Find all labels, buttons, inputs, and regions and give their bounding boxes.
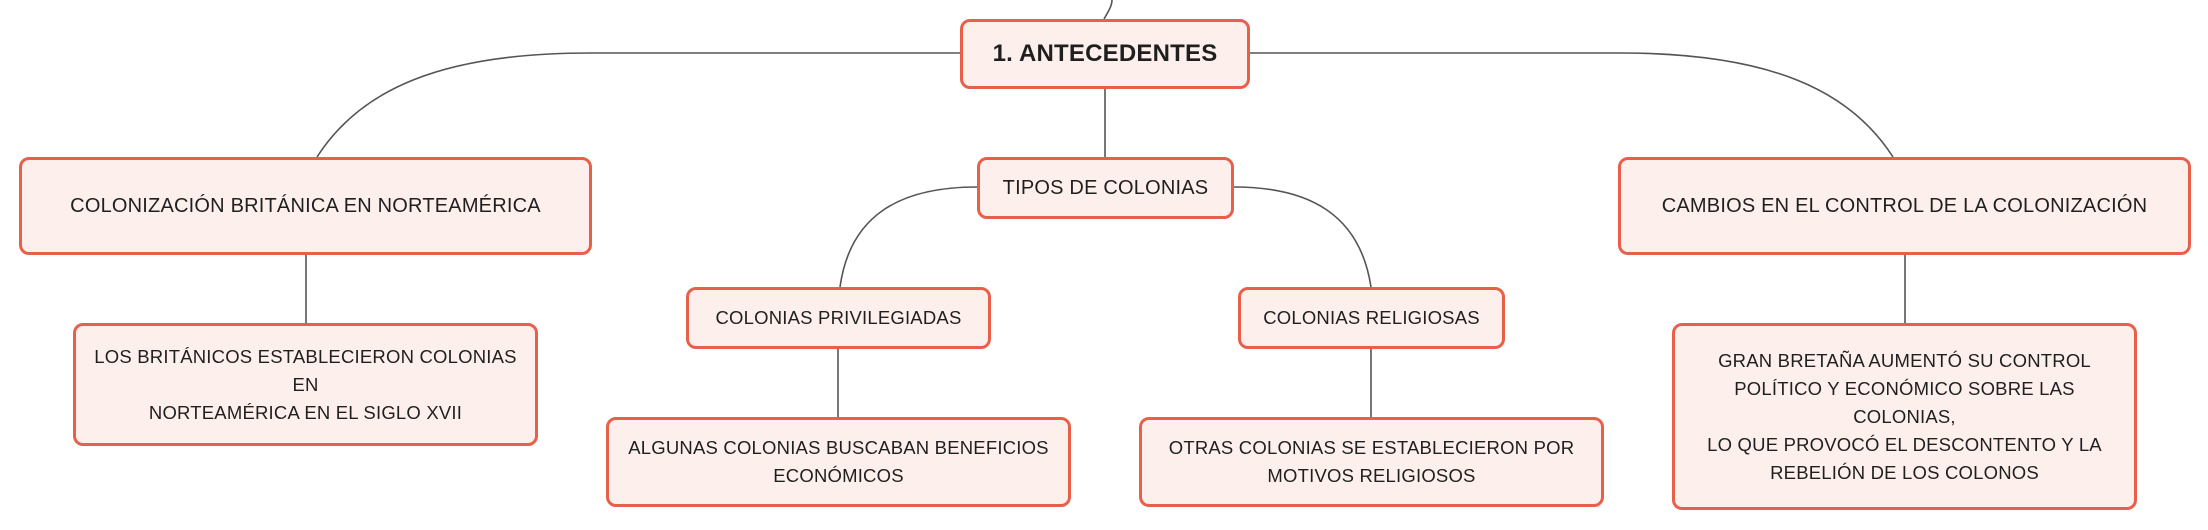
detail-line: LOS BRITÁNICOS ESTABLECIERON COLONIAS EN bbox=[94, 345, 517, 395]
detail-line: GRAN BRETAÑA AUMENTÓ SU CONTROL bbox=[1718, 349, 2091, 371]
branch-label-tipos: TIPOS DE COLONIAS bbox=[1002, 176, 1209, 199]
detail-line: MOTIVOS RELIGIOSOS bbox=[1267, 465, 1476, 486]
detail-line: NORTEAMÉRICA EN EL SIGLO XVII bbox=[148, 401, 463, 423]
branch-label-cambios: CAMBIOS EN EL CONTROL DE LA COLONIZACIÓN bbox=[1661, 194, 2148, 217]
subtopic-label-privilegiadas: COLONIAS PRIVILEGIADAS bbox=[715, 307, 962, 328]
branch-label-colonizacion: COLONIZACIÓN BRITÁNICA EN NORTEAMÉRICA bbox=[70, 194, 541, 217]
detail-line: OTRAS COLONIAS SE ESTABLECIERON POR bbox=[1168, 437, 1575, 458]
subtopic-label-religiosas: COLONIAS RELIGIOSAS bbox=[1263, 307, 1480, 328]
detail-line: REBELIÓN DE LOS COLONOS bbox=[1770, 461, 2039, 483]
detail-line: ALGUNAS COLONIAS BUSCABAN BENEFICIOS bbox=[628, 437, 1049, 458]
connector-root-colonizacion bbox=[316, 52, 960, 158]
root-label: 1. ANTECEDENTES bbox=[992, 40, 1218, 67]
detail-line: ECONÓMICOS bbox=[773, 465, 904, 486]
connector-tipos-religiosas bbox=[1233, 186, 1372, 288]
subtopic-node-religiosas[interactable]: COLONIAS RELIGIOSAS bbox=[1238, 287, 1505, 349]
connector-root-cambios bbox=[1250, 52, 1894, 158]
detail-node-otras-colonias[interactable]: OTRAS COLONIAS SE ESTABLECIERON POR MOTI… bbox=[1139, 417, 1604, 507]
branch-node-colonizacion[interactable]: COLONIZACIÓN BRITÁNICA EN NORTEAMÉRICA bbox=[19, 157, 592, 255]
detail-node-algunas-colonias[interactable]: ALGUNAS COLONIAS BUSCABAN BENEFICIOS ECO… bbox=[606, 417, 1071, 507]
connector-tipos-privilegiadas bbox=[839, 186, 978, 288]
branch-node-cambios-control[interactable]: CAMBIOS EN EL CONTROL DE LA COLONIZACIÓN bbox=[1618, 157, 2191, 255]
detail-line: LO QUE PROVOCÓ EL DESCONTENTO Y LA bbox=[1707, 433, 2102, 455]
branch-node-tipos-de-colonias[interactable]: TIPOS DE COLONIAS bbox=[977, 157, 1234, 219]
detail-node-britanicos[interactable]: LOS BRITÁNICOS ESTABLECIERON COLONIAS EN… bbox=[73, 323, 538, 446]
subtopic-node-privilegiadas[interactable]: COLONIAS PRIVILEGIADAS bbox=[686, 287, 991, 349]
root-node-antecedentes[interactable]: 1. ANTECEDENTES bbox=[960, 19, 1250, 89]
connector-parent-root bbox=[1103, 0, 1113, 20]
detail-node-gran-bretana[interactable]: GRAN BRETAÑA AUMENTÓ SU CONTROL POLÍTICO… bbox=[1672, 323, 2137, 510]
detail-line: POLÍTICO Y ECONÓMICO SOBRE LAS COLONIAS, bbox=[1734, 377, 2075, 427]
